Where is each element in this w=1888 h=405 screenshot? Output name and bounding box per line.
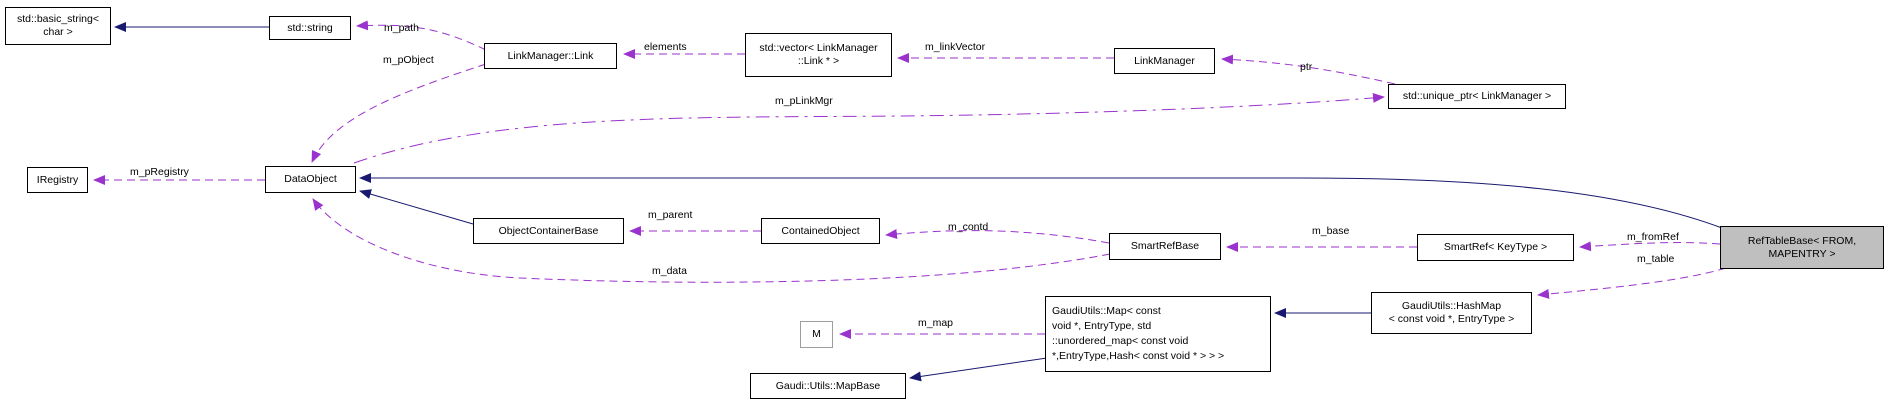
node-linkmanager-link[interactable]: LinkManager::Link (484, 43, 617, 69)
node-label: std::vector< LinkManager (759, 42, 878, 54)
node-label: ContainedObject (781, 224, 860, 237)
node-label: LinkManager (1134, 54, 1195, 67)
node-linkmanager[interactable]: LinkManager (1114, 48, 1215, 74)
edge-m-fromref (1579, 241, 1721, 252)
node-label: M (812, 328, 821, 340)
node-gaudiutils-hashmap[interactable]: GaudiUtils::HashMap < const void *, Entr… (1371, 292, 1532, 334)
edge-label-m-fromref: m_fromRef (1627, 231, 1679, 243)
node-std-vector-link[interactable]: std::vector< LinkManager ::Link * > (745, 33, 892, 77)
node-label: *,EntryType,Hash< const void * > > > (1052, 350, 1225, 362)
node-label: ::Link * > (797, 55, 840, 67)
node-smartref-keytype[interactable]: SmartRef< KeyType > (1417, 234, 1574, 261)
edge-label-m-map: m_map (918, 317, 954, 329)
edge-m-path (356, 20, 487, 51)
node-label: MAPENTRY > (1768, 247, 1836, 260)
node-label: RefTableBase< FROM, (1747, 234, 1857, 247)
node-label: char > (43, 26, 73, 38)
edge-m-data (312, 198, 1111, 283)
edge-label-m-pregistry: m_pRegistry (130, 166, 189, 178)
node-iregistry[interactable]: IRegistry (27, 167, 88, 193)
node-label: ObjectContainerBase (498, 224, 599, 237)
edge-label-m-path: m_path (384, 22, 420, 34)
edge-label-m-linkvector: m_linkVector (925, 41, 986, 53)
node-label: std::string (287, 21, 333, 34)
node-template-param-m: M (800, 321, 833, 348)
node-label: LinkManager::Link (507, 49, 594, 62)
node-label: GaudiUtils::HashMap (1401, 300, 1502, 312)
edge-label-m-pobject: m_pObject (383, 54, 434, 66)
edge-label-ptr: ptr (1300, 61, 1313, 73)
node-label: Gaudi::Utils::MapBase (775, 379, 881, 392)
edge-m-table (1537, 267, 1727, 299)
edge-label-m-parent: m_parent (648, 209, 693, 221)
node-label: std::unique_ptr< LinkManager > (1402, 90, 1552, 102)
edge-label-m-contd: m_contd (948, 221, 989, 233)
node-label: SmartRef< KeyType > (1443, 241, 1548, 253)
node-smartrefbase[interactable]: SmartRefBase (1109, 233, 1221, 260)
edge-m-pobject (311, 63, 487, 163)
node-containedobject[interactable]: ContainedObject (761, 218, 880, 244)
node-objectcontainerbase[interactable]: ObjectContainerBase (473, 218, 624, 244)
edge-m-contd (885, 228, 1110, 244)
edge-label-elements: elements (644, 41, 687, 53)
node-label: SmartRefBase (1130, 240, 1200, 252)
node-label: void *, EntryType, std (1052, 320, 1152, 332)
node-label: IRegistry (36, 173, 79, 186)
edge-m-plinkmgr (353, 92, 1385, 164)
node-label: std::basic_string< (16, 13, 99, 25)
node-label: DataObject (284, 173, 337, 185)
node-label: ::unordered_map< const void (1052, 335, 1189, 347)
edge-reftablebase-to-dataobject (359, 173, 1723, 229)
node-reftablebase-current: RefTableBase< FROM, MAPENTRY > (1720, 226, 1884, 269)
node-label: < const void *, EntryType > (1388, 313, 1515, 325)
edge-ocb-to-dataobject (359, 189, 474, 225)
node-std-basic-string[interactable]: std::basic_string< char > (5, 7, 111, 45)
node-std-string[interactable]: std::string (269, 16, 351, 40)
node-std-unique-ptr[interactable]: std::unique_ptr< LinkManager > (1388, 84, 1566, 109)
edge-label-m-base: m_base (1312, 225, 1350, 237)
edge-map-to-mapbase (909, 357, 1048, 382)
edge-label-m-table: m_table (1637, 253, 1675, 265)
node-dataobject[interactable]: DataObject (265, 166, 356, 193)
node-label: GaudiUtils::Map< const (1052, 305, 1161, 317)
node-gaudi-utils-mapbase[interactable]: Gaudi::Utils::MapBase (750, 373, 906, 399)
edge-label-m-plinkmgr: m_pLinkMgr (775, 95, 833, 107)
edge-label-m-data: m_data (652, 265, 688, 277)
node-gaudiutils-map[interactable]: GaudiUtils::Map< const void *, EntryType… (1045, 296, 1271, 372)
